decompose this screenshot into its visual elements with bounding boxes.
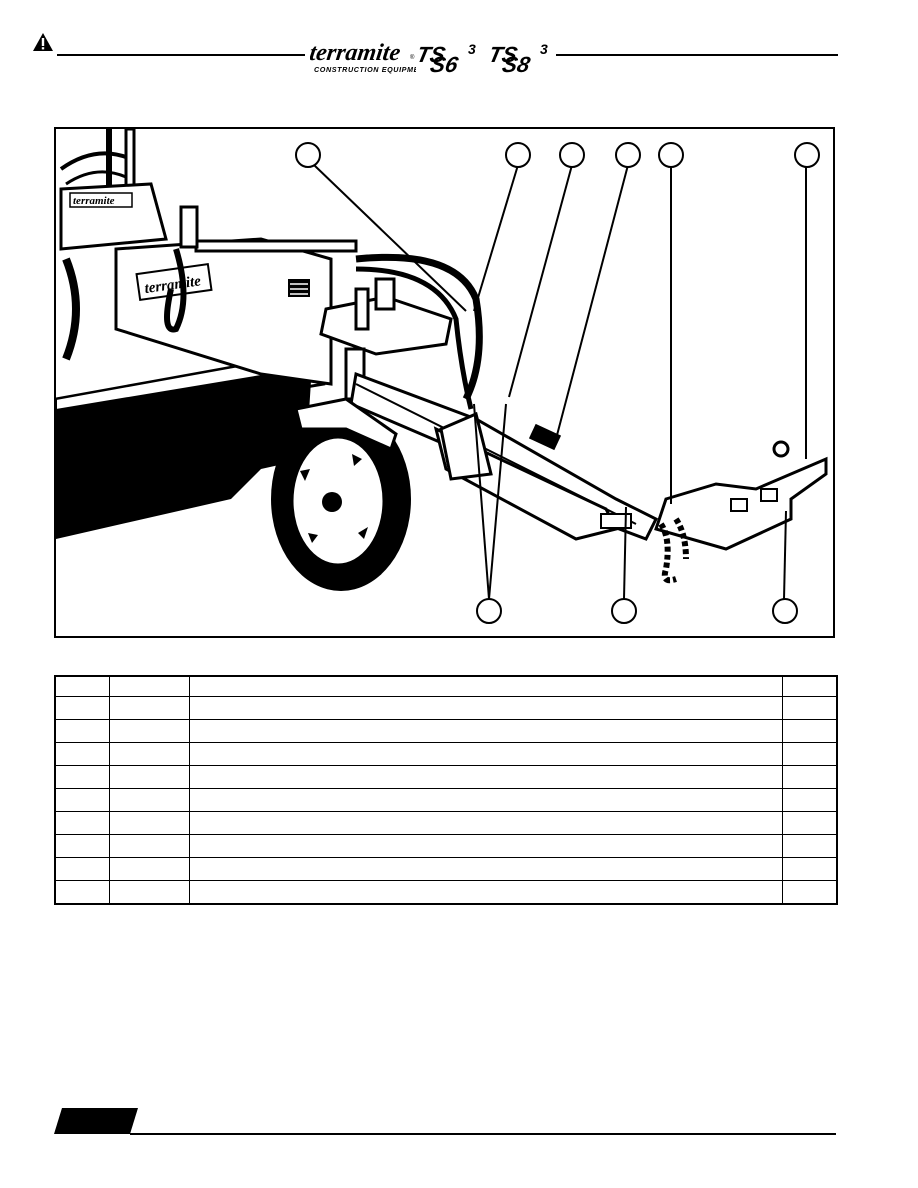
svg-text:3: 3 bbox=[540, 41, 548, 57]
table-cell bbox=[188, 696, 783, 720]
table-cell bbox=[108, 696, 190, 720]
table-row bbox=[54, 880, 838, 905]
footer-rule bbox=[130, 1133, 836, 1135]
svg-text:terramite: terramite bbox=[144, 273, 203, 297]
svg-text:TS: TS bbox=[418, 42, 448, 67]
svg-text:®: ® bbox=[410, 54, 415, 61]
callout-circle-icon bbox=[772, 598, 798, 624]
table-cell bbox=[188, 811, 783, 835]
table-cell bbox=[54, 811, 110, 835]
svg-text:TS: TS bbox=[490, 42, 520, 67]
table-cell bbox=[188, 719, 783, 743]
svg-text:3: 3 bbox=[468, 41, 476, 57]
table-row bbox=[54, 719, 838, 743]
table-cell bbox=[108, 742, 190, 766]
table-cell bbox=[108, 834, 190, 858]
table-cell bbox=[108, 788, 190, 812]
table-cell bbox=[781, 742, 838, 766]
callout-circle-icon bbox=[559, 142, 585, 168]
page-header: terramite ® CONSTRUCTION EQUIPMENT TS S6… bbox=[0, 0, 918, 110]
table-cell bbox=[781, 880, 838, 905]
svg-text:terramite: terramite bbox=[73, 195, 115, 207]
header-rule-left bbox=[57, 54, 305, 56]
table-cell bbox=[108, 675, 190, 697]
callout-circle-icon bbox=[658, 142, 684, 168]
table-cell bbox=[54, 765, 110, 789]
table-cell bbox=[54, 719, 110, 743]
table-cell bbox=[108, 880, 190, 905]
table-cell bbox=[781, 857, 838, 881]
table-cell bbox=[108, 811, 190, 835]
table-cell bbox=[54, 834, 110, 858]
table-row bbox=[54, 696, 838, 720]
table-cell bbox=[108, 857, 190, 881]
warning-triangle-icon bbox=[33, 33, 53, 51]
svg-text:CONSTRUCTION EQUIPMENT: CONSTRUCTION EQUIPMENT bbox=[314, 65, 416, 74]
table-cell bbox=[781, 719, 838, 743]
table-cell bbox=[54, 788, 110, 812]
table-cell bbox=[188, 857, 783, 881]
svg-text:terramite: terramite bbox=[310, 40, 402, 66]
table-cell bbox=[188, 880, 783, 905]
table-cell bbox=[781, 765, 838, 789]
page-number-tab bbox=[54, 1108, 138, 1134]
table-cell bbox=[188, 788, 783, 812]
hitch-illustration: terramite terramite bbox=[54, 127, 835, 638]
callout-circle-icon bbox=[611, 598, 637, 624]
table-row bbox=[54, 857, 838, 881]
parts-list-table bbox=[54, 675, 838, 905]
table-cell bbox=[54, 696, 110, 720]
table-cell bbox=[188, 834, 783, 858]
terramite-logo: terramite ® CONSTRUCTION EQUIPMENT bbox=[310, 40, 416, 74]
table-row bbox=[54, 765, 838, 789]
callout-circle-icon bbox=[476, 598, 502, 624]
table-cell bbox=[188, 742, 783, 766]
model-logo-ts3-s8: TS S8 3 bbox=[490, 41, 548, 74]
table-cell bbox=[781, 696, 838, 720]
table-row bbox=[54, 811, 838, 835]
table-cell bbox=[781, 675, 838, 697]
svg-text:S8: S8 bbox=[500, 52, 533, 74]
table-cell bbox=[54, 880, 110, 905]
table-row bbox=[54, 788, 838, 812]
table-cell bbox=[54, 675, 110, 697]
table-row bbox=[54, 675, 838, 697]
table-cell bbox=[54, 742, 110, 766]
table-row bbox=[54, 742, 838, 766]
callout-circle-icon bbox=[794, 142, 820, 168]
table-cell bbox=[781, 811, 838, 835]
callout-circle-icon bbox=[295, 142, 321, 168]
trailer-hitch-drawing: terramite terramite bbox=[56, 129, 828, 624]
table-cell bbox=[781, 788, 838, 812]
table-cell bbox=[188, 675, 783, 697]
table-cell bbox=[188, 765, 783, 789]
table-cell bbox=[108, 765, 190, 789]
table-cell bbox=[54, 857, 110, 881]
model-logo-ts3-s6: TS S6 3 bbox=[418, 41, 476, 74]
header-rule-right bbox=[556, 54, 838, 56]
table-row bbox=[54, 834, 838, 858]
table-cell bbox=[781, 834, 838, 858]
callout-circle-icon bbox=[615, 142, 641, 168]
callout-circle-icon bbox=[505, 142, 531, 168]
svg-text:S6: S6 bbox=[428, 52, 461, 74]
table-cell bbox=[108, 719, 190, 743]
